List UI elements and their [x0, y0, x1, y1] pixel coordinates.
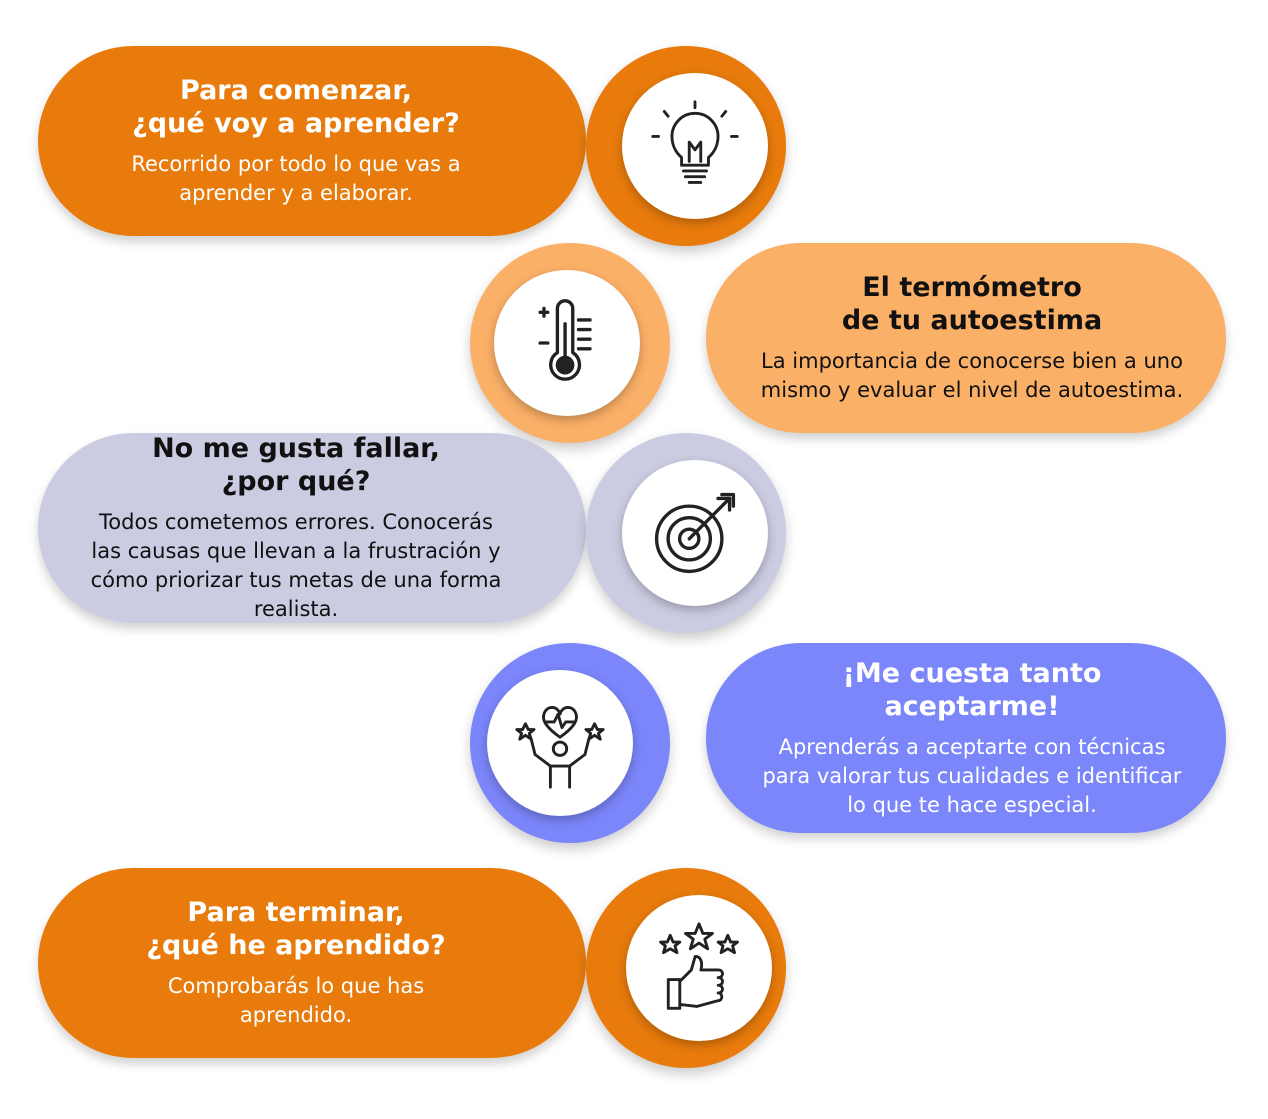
step-1-card: Para comenzar, ¿qué voy a aprender? Reco…: [38, 46, 586, 236]
step-2-card: El termómetro de tu autoestima La import…: [706, 243, 1226, 433]
step-1-badge: [622, 73, 768, 219]
step-3-title: No me gusta fallar, ¿por qué?: [152, 433, 440, 497]
step-2-description: La importancia de conocerse bien a uno m…: [760, 349, 1184, 402]
step-4: ¡Me cuesta tanto aceptarme! Aprenderás a…: [0, 643, 1268, 843]
step-4-badge: [487, 670, 633, 816]
step-4-card: ¡Me cuesta tanto aceptarme! Aprenderás a…: [706, 643, 1226, 833]
step-2: El termómetro de tu autoestima La import…: [0, 243, 1268, 443]
lightbulb-icon: [651, 100, 739, 184]
step-4-title: ¡Me cuesta tanto aceptarme!: [842, 657, 1102, 722]
step-5-badge: [626, 895, 772, 1041]
step-5: Para terminar, ¿qué he aprendido? Compro…: [0, 868, 1268, 1068]
step-1-title: Para comenzar, ¿qué voy a aprender?: [132, 75, 460, 139]
step-5-title: Para terminar, ¿qué he aprendido?: [146, 897, 446, 961]
step-1: Para comenzar, ¿qué voy a aprender? Reco…: [0, 46, 1268, 246]
self-love-icon: [515, 706, 605, 789]
thumbs-up-stars-icon: [659, 922, 739, 1010]
step-5-card: Para terminar, ¿qué he aprendido? Compro…: [38, 868, 586, 1058]
step-2-title: El termómetro de tu autoestima: [841, 272, 1103, 336]
thermometer-icon: [538, 299, 592, 381]
step-4-description: Aprenderás a aceptarte con técnicas para…: [762, 734, 1182, 817]
step-2-badge: [494, 270, 640, 416]
step-3-badge: [622, 460, 768, 606]
step-3: No me gusta fallar, ¿por qué? Todos come…: [0, 433, 1268, 633]
step-3-description: Todos cometemos errores. Conocerás las c…: [90, 510, 502, 621]
step-3-card: No me gusta fallar, ¿por qué? Todos come…: [38, 433, 586, 623]
step-1-description: Recorrido por todo lo que vas a aprender…: [131, 152, 461, 205]
target-icon: [654, 492, 736, 574]
step-5-description: Comprobarás lo que has aprendido.: [167, 974, 425, 1027]
